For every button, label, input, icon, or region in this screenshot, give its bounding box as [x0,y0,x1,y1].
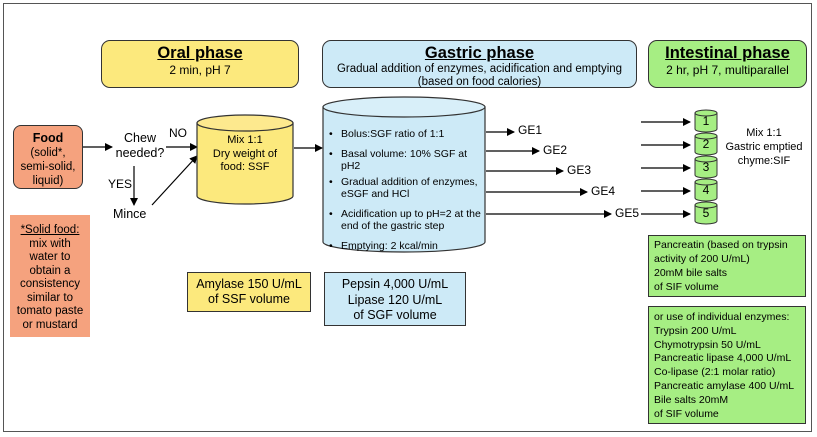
ge1-label: GE1 [518,123,543,137]
figure-frame [3,3,812,432]
oral-cyl-line-2: Dry weight of [212,147,278,160]
oral-cyl-line-3: food: SSF [220,161,270,173]
tube-5-number: 5 [702,206,710,220]
gastric-cylinder-bullets: Bolus:SGF ratio of 1:1 Basal volume: 10%… [327,128,487,259]
gastric-bullet-3-line-1: Gradual addition of enzymes, [341,175,478,188]
int-mix-line-2: Gastric emptied [725,141,803,153]
intestinal-mix-text: Mix 1:1 Gastric emptied chyme:SIF [720,126,808,168]
oral-phase-subtitle: 2 min, pH 7 [169,63,231,77]
pepsin-line-2: Lipase 120 U/mL [347,292,443,307]
individual-line-8: of SIF volume [654,407,719,420]
individual-line-1: or use of individual enzymes: [654,311,790,323]
solid-food-line-1: mix with [29,237,71,250]
intestinal-phase-header: Intestinal phase 2 hr, pH 7, multiparall… [648,40,807,88]
gastric-bullet-5: Emptying: 2 kcal/min [327,240,487,253]
chew-line-1: Chew [124,131,156,145]
pepsin-line-3: of SGF volume [353,308,437,322]
gastric-bullet-4-line-2: end of the gastric step [341,220,445,232]
oral-phase-header: Oral phase 2 min, pH 7 [101,40,299,88]
pancreatin-line-1: Pancreatin (based on trypsin [654,239,788,251]
individual-enzymes-box: or use of individual enzymes: Trypsin 20… [648,306,806,424]
ge3-label: GE3 [567,163,592,177]
gastric-bullet-3-line-2: eSGF and HCl [341,188,410,200]
yes-label: YES [108,177,133,191]
chew-question: Chew needed? [112,131,168,161]
individual-line-2: Trypsin 200 U/mL [654,324,737,337]
ge4-label: GE4 [591,184,616,198]
gastric-phase-line1: Gradual addition of enzymes, acidificati… [336,63,623,75]
oral-cylinder [196,114,294,205]
int-mix-line-3: chyme:SIF [737,155,791,167]
gastric-phase-title: Gastric phase [424,44,535,62]
oral-cyl-line-1: Mix 1:1 [227,134,263,146]
gastric-bullet-5-line-1: Emptying: 2 kcal/min [341,239,438,252]
food-title: Food [32,131,64,145]
solid-food-line-6: tomato paste [16,305,84,317]
intestinal-tubes [694,109,718,225]
tube-1 [694,109,718,133]
food-box: Food (solid*, semi-solid, liquid) [13,125,83,189]
solid-food-line-4: consistency [19,278,81,290]
individual-line-6: Pancreatic amylase 400 U/mL [654,379,795,392]
ge2-label: GE2 [543,143,568,157]
arrow-mince-to-oral [151,155,198,206]
gastric-bullet-4-line-1: Acidification up to pH=2 at the [341,207,481,220]
oral-cylinder-text: Mix 1:1 Dry weight of food: SSF [197,134,293,175]
tube-3-number: 3 [702,160,710,174]
pepsin-line-1: Pepsin 4,000 U/mL [341,277,449,291]
pepsin-box: Pepsin 4,000 U/mL Lipase 120 U/mL of SGF… [324,272,466,326]
gastric-phase-line2: (based on food calories) [417,76,542,88]
tube-3 [694,155,718,179]
gastric-bullet-3: Gradual addition of enzymes,eSGF and HCl [327,176,487,201]
mince-label: Mince [113,207,147,221]
chew-line-2: needed? [115,146,165,160]
gastric-bullet-1-line-1: Bolus:SGF ratio of 1:1 [341,128,445,140]
tube-2-number: 2 [702,137,710,151]
tube-5 [694,201,718,225]
gastric-phase-header: Gastric phase Gradual addition of enzyme… [322,40,637,88]
individual-line-3: Chymotrypsin 50 U/mL [654,338,761,351]
solid-food-line-3: obtain a [29,264,71,277]
solid-food-line-5: similar to [26,291,73,304]
pancreatin-line-2: activity of 200 U/mL) [654,253,750,265]
solid-food-line-7: or mustard [22,318,78,331]
pancreatin-line-4: of SIF volume [654,281,719,293]
food-line-2: semi-solid, [20,161,76,173]
solid-food-note: *Solid food: mix with water to obtain a … [10,215,90,337]
intestinal-phase-title: Intestinal phase [665,44,790,62]
tube-4-number: 4 [702,183,710,197]
amylase-line-1: Amylase 150 U/mL [196,277,302,291]
pancreatin-line-3: 20mM bile salts [654,267,727,279]
individual-line-7: Bile salts 20mM [654,393,729,406]
gastric-bullet-2: Basal volume: 10% SGF at pH2 [327,148,487,173]
solid-food-line-2: water to [29,251,71,263]
tube-4 [694,178,718,202]
individual-line-4: Pancreatic lipase 4,000 U/mL [654,352,792,365]
ge5-label: GE5 [615,206,640,220]
gastric-bullet-1: Bolus:SGF ratio of 1:1 [327,128,487,141]
no-label: NO [169,126,187,140]
solid-food-heading: *Solid food: [20,224,80,236]
food-line-1: (solid*, [30,147,66,159]
individual-line-5: Co-lipase (2:1 molar ratio) [654,366,776,379]
pancreatin-box: Pancreatin (based on trypsin activity of… [648,235,806,297]
oral-phase-title: Oral phase [157,44,243,62]
int-mix-line-1: Mix 1:1 [746,127,782,139]
amylase-box: Amylase 150 U/mL of SSF volume [187,272,311,312]
tube-1-number: 1 [702,114,710,128]
food-line-3: liquid) [32,175,64,187]
tube-2 [694,132,718,156]
gastric-bullet-2-line-1: Basal volume: 10% SGF at pH2 [341,147,468,173]
amylase-line-2: of SSF volume [208,292,290,306]
intestinal-phase-subtitle: 2 hr, pH 7, multiparallel [666,63,789,77]
